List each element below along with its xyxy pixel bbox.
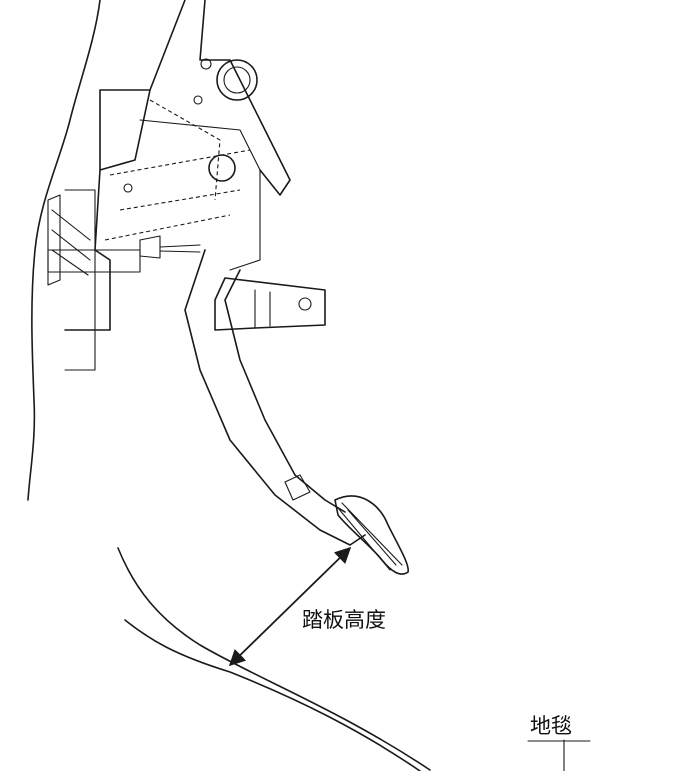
pedal-height-label: 踏板高度 xyxy=(302,608,386,632)
carpet-label: 地毯 xyxy=(530,714,572,738)
pedal-bracket xyxy=(47,0,291,331)
pivot-holes xyxy=(123,58,258,193)
switch-bracket xyxy=(214,277,326,331)
pedal-height-arrow xyxy=(228,546,352,667)
floor-carpet xyxy=(117,547,591,771)
pedal-arm xyxy=(184,249,366,546)
dashboard-outline xyxy=(27,0,101,501)
upper-pivot-hole xyxy=(216,59,258,101)
pedal-pad xyxy=(334,495,409,575)
lower-pivot-hole xyxy=(208,154,236,182)
